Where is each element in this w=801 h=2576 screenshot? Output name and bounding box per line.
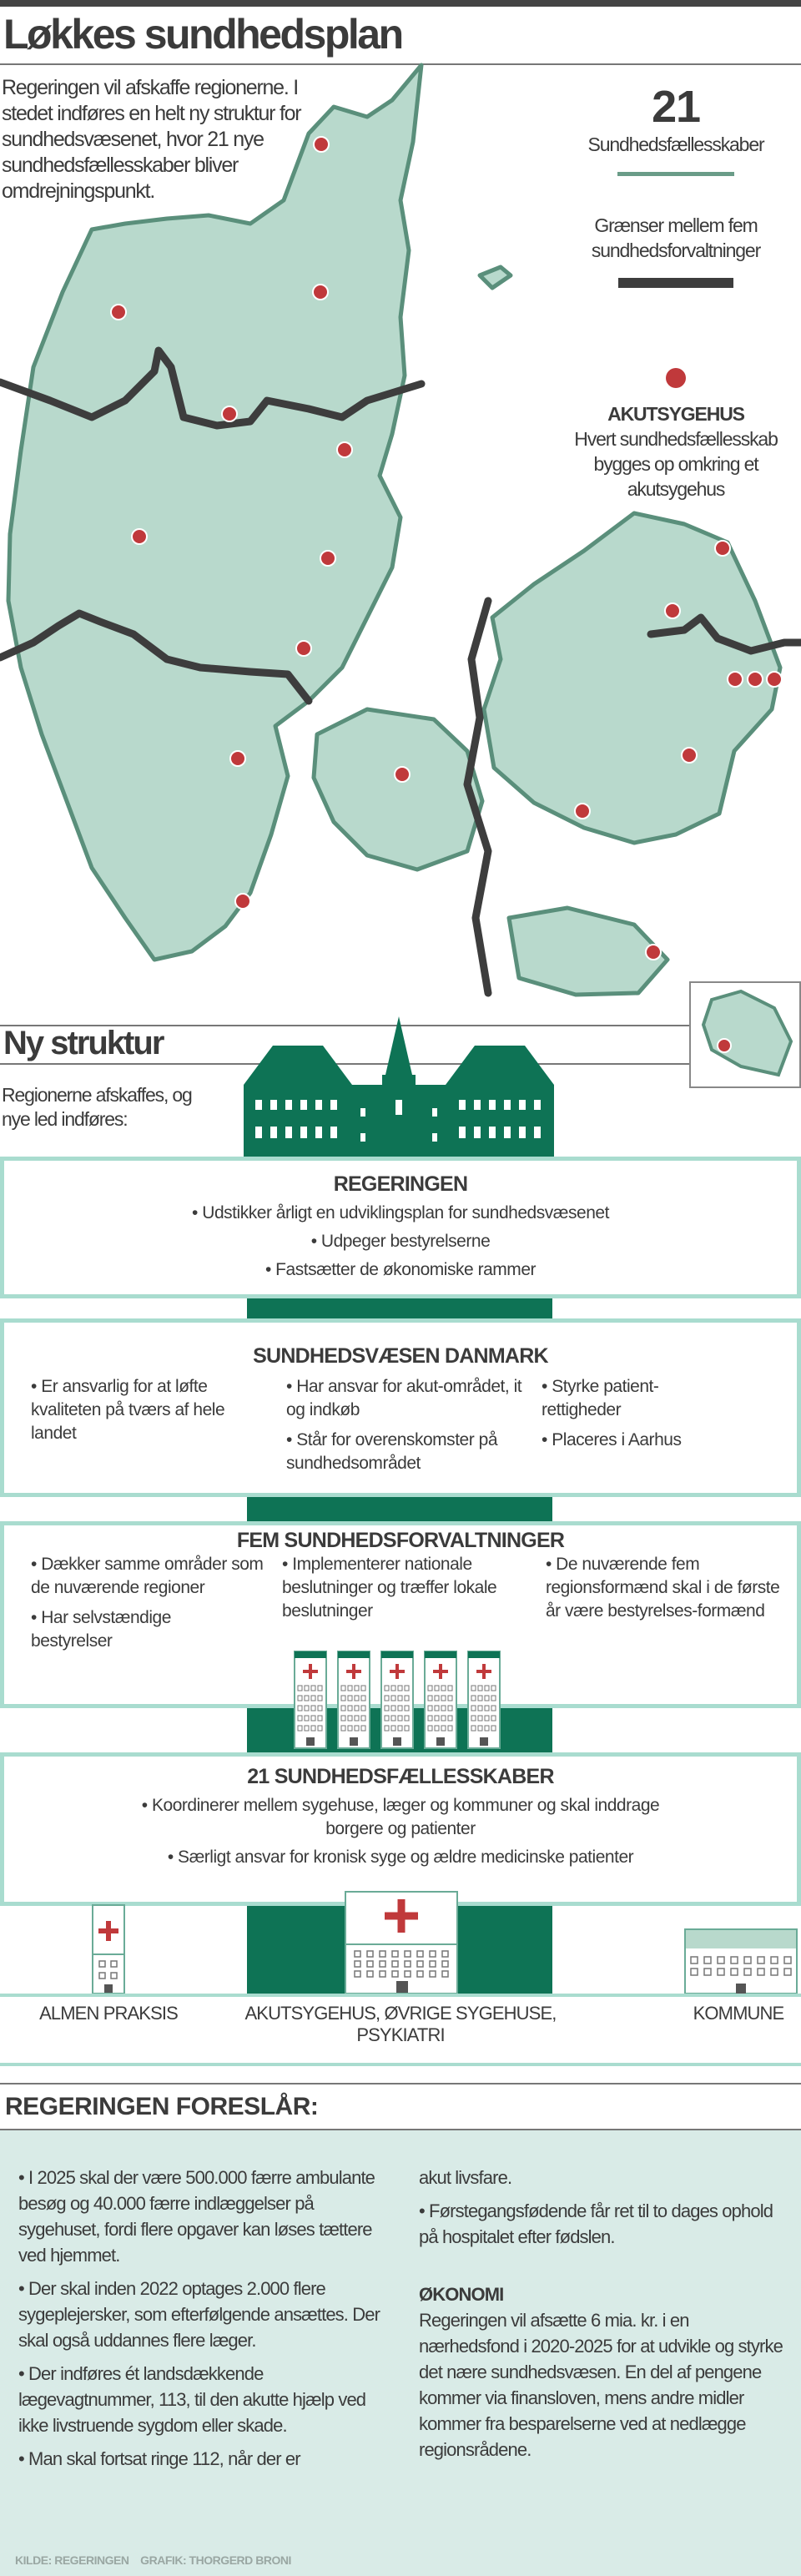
label-akutsygehus: AKUTSYGEHUS, ØVRIGE SYGEHUSE, PSYKIATRI [244, 2003, 557, 2045]
top-bar [0, 0, 801, 7]
page-title: Løkkes sundhedsplan [3, 11, 404, 58]
hospital-dot [394, 766, 411, 783]
proposal-title: REGERINGEN FORESLÅR: [5, 2093, 319, 2120]
bullet: • Placeres i Aarhus [542, 1430, 682, 1449]
hospital-dot [229, 750, 246, 767]
label-almen-praksis: ALMEN PRAKSIS [39, 2003, 179, 2024]
lolland-falster [506, 905, 670, 997]
christiansborg-building-icon [244, 1016, 554, 1158]
bullet: • I 2025 skal der være 500.000 færre amb… [18, 2167, 375, 2266]
divider [0, 2063, 801, 2066]
bullet: • Der skal inden 2022 optages 2.000 fler… [18, 2278, 380, 2351]
divider [0, 1025, 689, 1026]
hospital-dot [727, 671, 743, 688]
bullet: • De nuværende fem regionsformænd skal i… [545, 1555, 780, 1621]
kommune-building-icon [684, 1928, 798, 1994]
hospital-towers [294, 1651, 501, 1749]
proposal-left-column: • I 2025 skal der være 500.000 færre amb… [18, 2165, 394, 2479]
bullet: • Dækker samme områder som de nuværende … [31, 1555, 264, 1597]
section-title: Ny struktur [3, 1025, 164, 1061]
bullet: • Koordinerer mellem sygehuse, læger og … [141, 1796, 660, 1838]
graphic-credit: GRAFIK: THORGERD BRONI [140, 2553, 291, 2567]
box-title: 21 SUNDHEDSFÆLLESSKABER [247, 1765, 554, 1788]
divider [0, 2129, 801, 2130]
legend-hospital-text: Hvert sundhedsfællesskab bygges op omkri… [574, 428, 778, 500]
administrative-borders [0, 346, 801, 997]
hospital-dot [131, 528, 148, 545]
bullet: • Udstikker årligt en udviklingsplan for… [192, 1203, 609, 1222]
hospital-tower-icon [424, 1651, 457, 1749]
bullet: • Man skal fortsat ringe 112, når der er [18, 2448, 301, 2469]
hospital-tower-icon [380, 1651, 414, 1749]
hospital-dot [320, 550, 336, 567]
hospital-tower-icon [294, 1651, 327, 1749]
hospital-dot [747, 671, 763, 688]
bullet: • Implementerer nationale beslutninger o… [282, 1555, 497, 1621]
hospital-dot [312, 284, 329, 300]
legend-border-label: Grænser mellem fem sundhedsforvaltninger [591, 214, 761, 261]
bullet: • Styrke patient-rettigheder [542, 1377, 659, 1419]
divider [0, 63, 801, 65]
border-line-swatch [618, 278, 733, 288]
hospital-dot [681, 747, 698, 764]
bullet: • Er ansvarlig for at løfte kvaliteten p… [31, 1377, 225, 1443]
hospital-dot [234, 893, 251, 910]
regeringen-box: REGERINGEN • Udstikker årligt en udvikli… [0, 1157, 801, 1298]
bornholm-inset [689, 981, 801, 1088]
bullet: • Førstegangsfødende får ret til to dage… [419, 2200, 773, 2247]
almen-praksis-building-icon [92, 1904, 125, 1994]
bullet: • Har selvstændige bestyrelser [31, 1608, 171, 1651]
economy-title: ØKONOMI [419, 2284, 504, 2305]
zealand [481, 511, 783, 845]
legend-hospital-title: AKUTSYGEHUS [607, 403, 745, 425]
hospital-dot [110, 304, 127, 320]
bullet: • Udpeger bestyrelserne [310, 1232, 491, 1251]
legend: 21 Sundhedsfællesskaber Grænser mellem f… [551, 82, 801, 502]
legend-count-label: Sundhedsfællesskaber [587, 134, 765, 155]
box-title: REGERINGEN [333, 1172, 468, 1196]
bullet: • Der indføres ét landsdækkende lægevagt… [18, 2363, 366, 2436]
hospital-dot [313, 136, 330, 153]
hospital-tower-icon [467, 1651, 501, 1749]
hospital-tower-icon [337, 1651, 370, 1749]
box-title: FEM SUNDHEDSFORVALTNINGER [236, 1529, 565, 1552]
hospital-dot [664, 602, 681, 619]
hospital-dot [714, 540, 731, 557]
divider [0, 2083, 801, 2084]
hospital-dot [766, 671, 783, 688]
bullet: • Står for overenskomster på sundhedsomr… [286, 1430, 498, 1473]
proposal-panel [0, 2130, 801, 2576]
bullet: • Fastsætter de økonomiske rammer [264, 1260, 537, 1279]
connector [247, 1298, 552, 1318]
economy-text: Regeringen vil afsætte 6 mia. kr. i en n… [419, 2310, 783, 2460]
hospital-dot [221, 406, 238, 422]
hospital-dot-icon [666, 368, 686, 388]
divider [0, 1063, 689, 1065]
intro-text: Regeringen vil afskaffe regionerne. I st… [2, 76, 302, 203]
structure-lead: Regionerne afskaffes, og nye led indføre… [2, 1084, 193, 1130]
sundhedsfaellesskaber-box: 21 SUNDHEDSFÆLLESSKABER • Koordinerer me… [0, 1752, 801, 1906]
box-title: SUNDHEDSVÆSEN DANMARK [253, 1344, 548, 1368]
bullet: • Har ansvar for akut-området, it og ind… [286, 1377, 522, 1419]
proposal-right-column: akut livsfare. • Førstegangsfødende får … [419, 2165, 786, 2470]
funen [311, 707, 485, 872]
source: KILDE: REGERINGEN [15, 2553, 129, 2567]
akutsygehus-building-icon [345, 1891, 458, 1994]
region-line-swatch [617, 172, 734, 176]
connector [247, 1497, 552, 1522]
sundhedsvaesen-danmark-box: SUNDHEDSVÆSEN DANMARK • Er ansvarlig for… [0, 1318, 801, 1497]
ground-line [0, 1994, 801, 1997]
bullet: • Særligt ansvar for kronisk syge og æld… [167, 1848, 634, 1867]
hospital-dots [110, 136, 783, 960]
footer: KILDE: REGERINGEN GRAFIK: THORGERD BRONI [15, 2553, 291, 2567]
hospital-dot [717, 1038, 732, 1053]
bullet: akut livsfare. [419, 2167, 512, 2188]
legend-count: 21 [652, 82, 701, 132]
hospital-dot [336, 441, 353, 458]
hospital-dot [645, 944, 662, 960]
hospital-dot [295, 640, 312, 657]
label-kommune: KOMMUNE [693, 2003, 785, 2024]
hospital-dot [574, 803, 591, 819]
anholt [477, 265, 513, 290]
